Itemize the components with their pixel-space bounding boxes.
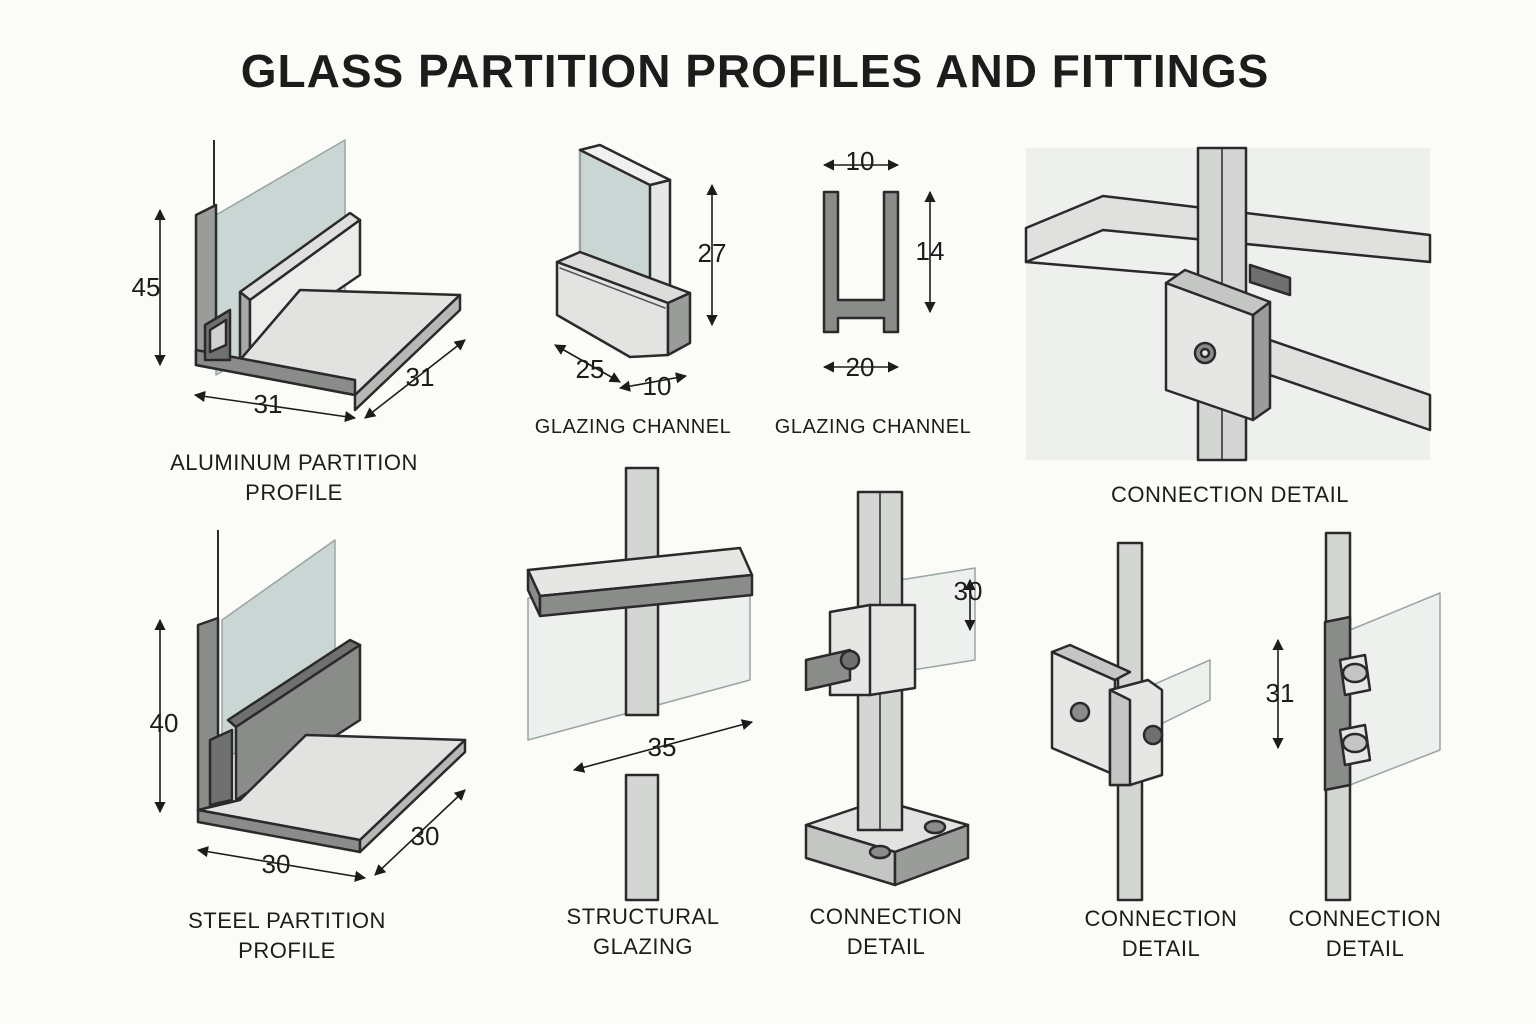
caption-steel-profile: STEEL PARTITION PROFILE <box>150 906 424 966</box>
dim-aluminum-height: 45 <box>132 272 161 302</box>
caption-connection-top: CONNECTION DETAIL <box>1111 482 1349 507</box>
caption-aluminum-profile: ALUMINUM PARTITION PROFILE <box>134 448 454 508</box>
dim-channel1-gap: 10 <box>643 371 672 401</box>
dim-channel2-top: 10 <box>846 146 875 176</box>
dim-channel2-height: 14 <box>916 236 945 266</box>
dim-steel-width: 30 <box>262 849 291 879</box>
dim-steel-depth: 30 <box>411 821 440 851</box>
dim-channel1-depth: 25 <box>576 354 605 384</box>
structural-glazing-drawing <box>526 466 754 902</box>
dim-aluminum-width: 31 <box>254 389 283 419</box>
steel-profile-drawing <box>196 530 467 854</box>
dimension-lines <box>154 159 1284 882</box>
connection-detail-br2-drawing <box>1323 531 1441 902</box>
dim-channel2-bottom: 20 <box>846 352 875 382</box>
connection-detail-mid-drawing <box>804 490 976 887</box>
caption-connection-mid: CONNECTION DETAIL <box>786 902 986 962</box>
caption-line: ALUMINUM PARTITION <box>170 450 418 475</box>
caption-line: DETAIL <box>846 934 926 959</box>
caption-line: GLAZING <box>592 934 694 959</box>
caption-line: CONNECTION <box>809 904 963 929</box>
caption-line: PROFILE <box>245 480 343 505</box>
connection-detail-top-drawing <box>1024 146 1432 462</box>
glazing-channel-1-drawing <box>555 143 692 359</box>
caption-structural-glazing: STRUCTURAL GLAZING <box>540 902 746 962</box>
dim-connection-mid-offset: 30 <box>954 576 983 606</box>
caption-glazing-channel-1: GLAZING CHANNEL <box>534 416 732 438</box>
caption-line: STRUCTURAL <box>566 904 720 929</box>
caption-glazing-channel-2: GLAZING CHANNEL <box>774 416 972 438</box>
connection-detail-br1-drawing <box>1050 541 1211 902</box>
caption-line: CONNECTION <box>1288 906 1442 931</box>
caption-line: DETAIL <box>1121 936 1201 961</box>
dim-connection-br-spacing: 31 <box>1266 678 1295 708</box>
glazing-channel-2-drawing <box>822 190 900 334</box>
dim-aluminum-depth: 31 <box>406 362 435 392</box>
caption-line: DETAIL <box>1325 936 1405 961</box>
dim-steel-height: 40 <box>150 708 179 738</box>
caption-line: STEEL PARTITION <box>188 908 386 933</box>
page-title: GLASS PARTITION PROFILES AND FITTINGS <box>240 45 1270 97</box>
caption-connection-br1: CONNECTION DETAIL <box>1066 904 1256 964</box>
caption-line: CONNECTION <box>1084 906 1238 931</box>
caption-connection-br2: CONNECTION DETAIL <box>1270 904 1460 964</box>
dim-channel1-height: 27 <box>698 238 727 268</box>
caption-line: PROFILE <box>238 938 336 963</box>
dim-structural-width: 35 <box>648 732 677 762</box>
